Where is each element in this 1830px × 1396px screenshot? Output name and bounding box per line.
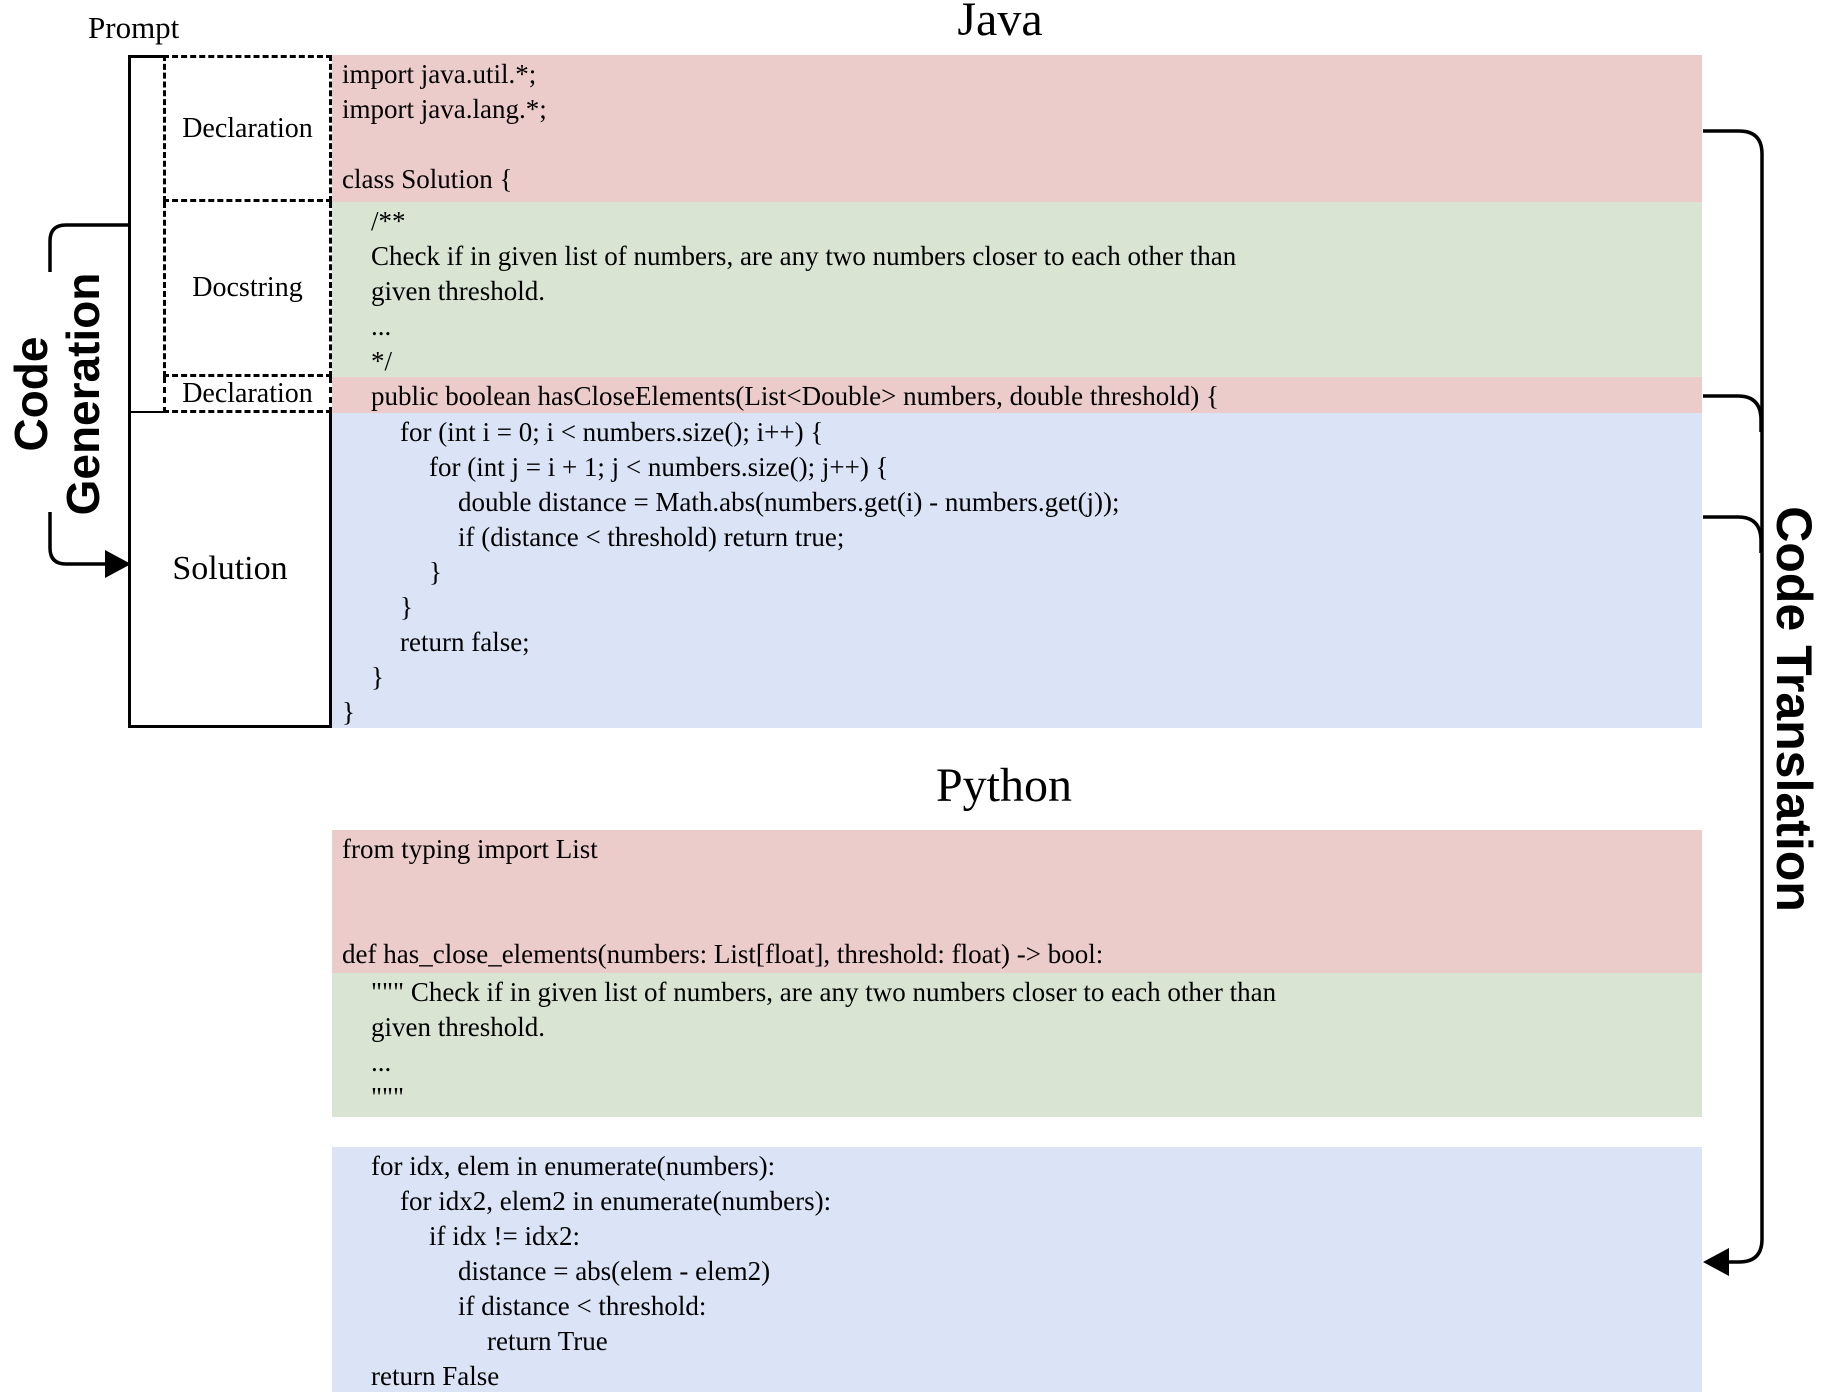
solution-label: Solution — [172, 550, 288, 587]
code-line: import java.lang.*; — [342, 94, 547, 124]
code-line: for idx, elem in enumerate(numbers): — [371, 1151, 776, 1181]
declaration-label: Declaration — [182, 112, 313, 144]
code-translation-connector-solution — [1703, 515, 1763, 553]
prompt-box-top-edge — [128, 55, 166, 58]
java-section-title: Java — [957, 0, 1043, 46]
code-line: public boolean hasCloseElements(List<Dou… — [371, 381, 1220, 411]
python-section-title: Python — [935, 759, 1073, 812]
code-line: /** — [371, 206, 406, 236]
code-translation-arrowhead-icon — [1703, 1248, 1729, 1276]
code-line: } — [429, 557, 442, 587]
java-solution-code-block: for (int i = 0; i < numbers.size(); i++)… — [332, 413, 1702, 728]
declaration-signature-label-box: Declaration — [163, 377, 332, 413]
code-line: Check if in given list of numbers, are a… — [371, 241, 1237, 271]
docstring-label-box: Docstring — [163, 202, 332, 377]
code-line: ... — [371, 1047, 392, 1077]
code-generation-bracket-top — [48, 223, 129, 272]
declaration-label: Declaration — [182, 377, 313, 409]
python-docstring-code-block: """ Check if in given list of numbers, a… — [332, 973, 1702, 1117]
code-translation-spine — [1703, 129, 1764, 1264]
code-line: def has_close_elements(numbers: List[flo… — [342, 939, 1104, 969]
code-line: given threshold. — [371, 276, 545, 306]
code-line: if distance < threshold: — [458, 1291, 707, 1321]
docstring-label: Docstring — [192, 272, 303, 303]
code-line: ... — [371, 311, 392, 341]
code-line: } — [342, 697, 355, 727]
code-line: """ — [371, 1082, 405, 1112]
code-line: class Solution { — [342, 164, 513, 194]
code-line: return False — [371, 1361, 500, 1391]
code-line — [332, 902, 1702, 937]
code-line: given threshold. — [371, 1012, 545, 1042]
code-line: if idx != idx2: — [429, 1221, 580, 1251]
python-solution-code-block: for idx, elem in enumerate(numbers): for … — [332, 1147, 1702, 1392]
code-line: } — [400, 592, 413, 622]
code-line — [332, 127, 1702, 162]
code-line: if (distance < threshold) return true; — [458, 522, 845, 552]
code-line: import java.util.*; — [342, 59, 537, 89]
java-declaration-code-block: import java.util.*; import java.lang.*; cl… — [332, 55, 1702, 202]
prompt-label: Prompt — [88, 10, 180, 45]
code-translation-connector-signature — [1703, 394, 1763, 432]
code-translation-label: Code Translation — [1766, 506, 1822, 912]
code-line: return True — [487, 1326, 608, 1356]
code-line: """ Check if in given list of numbers, a… — [371, 977, 1277, 1007]
prompt-box-left-edge — [128, 55, 131, 413]
java-docstring-code-block: /** Check if in given list of numbers, ar… — [332, 202, 1702, 377]
solution-label-box: Solution — [128, 413, 332, 728]
code-line: for (int j = i + 1; j < numbers.size(); … — [429, 452, 889, 482]
code-line: return false; — [400, 627, 530, 657]
code-line — [332, 867, 1702, 902]
code-generation-label: Code Generation — [5, 272, 109, 516]
python-declaration-code-block: from typing import List def has_close_ele… — [332, 830, 1702, 973]
code-line: for (int i = 0; i < numbers.size(); i++)… — [400, 417, 824, 447]
solution-box-top-edge — [128, 411, 166, 414]
code-line: from typing import List — [342, 834, 598, 864]
code-line: } — [371, 662, 384, 692]
java-signature-code-block: public boolean hasCloseElements(List<Dou… — [332, 377, 1702, 413]
code-line: for idx2, elem2 in enumerate(numbers): — [400, 1186, 832, 1216]
code-line: distance = abs(elem - elem2) — [458, 1256, 771, 1286]
code-generation-bracket-bottom — [48, 512, 110, 566]
code-line: */ — [371, 346, 393, 376]
declaration-label-box: Declaration — [163, 55, 332, 202]
code-line: double distance = Math.abs(numbers.get(i… — [458, 487, 1120, 517]
